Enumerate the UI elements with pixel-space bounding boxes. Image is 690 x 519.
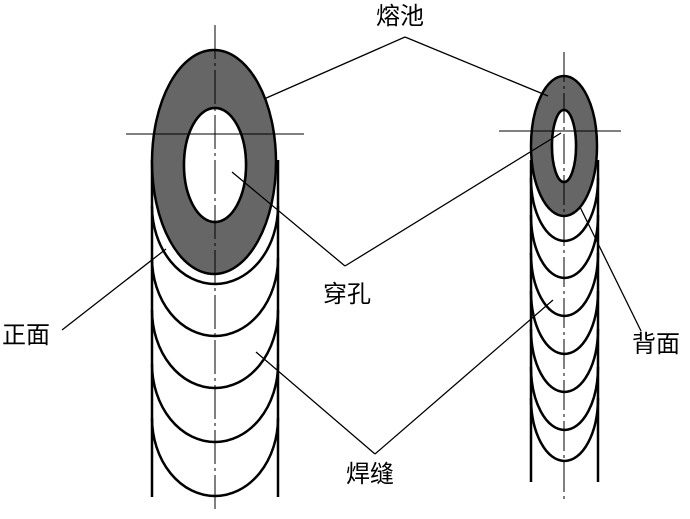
leader-keyhole-front (231, 171, 346, 267)
front-side-label: 正面 (2, 321, 50, 349)
leader-back-side (579, 206, 642, 332)
leader-pool-front (263, 36, 406, 100)
leader-pool-back (404, 36, 549, 97)
keyhole-label: 穿孔 (323, 280, 371, 308)
leader-keyhole-back (344, 132, 562, 267)
back-side-view (499, 52, 621, 500)
weld-seam-label: 焊缝 (346, 460, 394, 488)
leader-front-side (61, 248, 167, 331)
leader-weld-back (374, 299, 554, 455)
front-side-view (126, 25, 304, 510)
leader-weld-front (255, 351, 376, 455)
back-side-label: 背面 (632, 330, 680, 358)
leader-lines (61, 36, 642, 455)
back-weld-ripple-7 (529, 397, 600, 463)
molten-pool-label: 熔池 (376, 2, 424, 30)
